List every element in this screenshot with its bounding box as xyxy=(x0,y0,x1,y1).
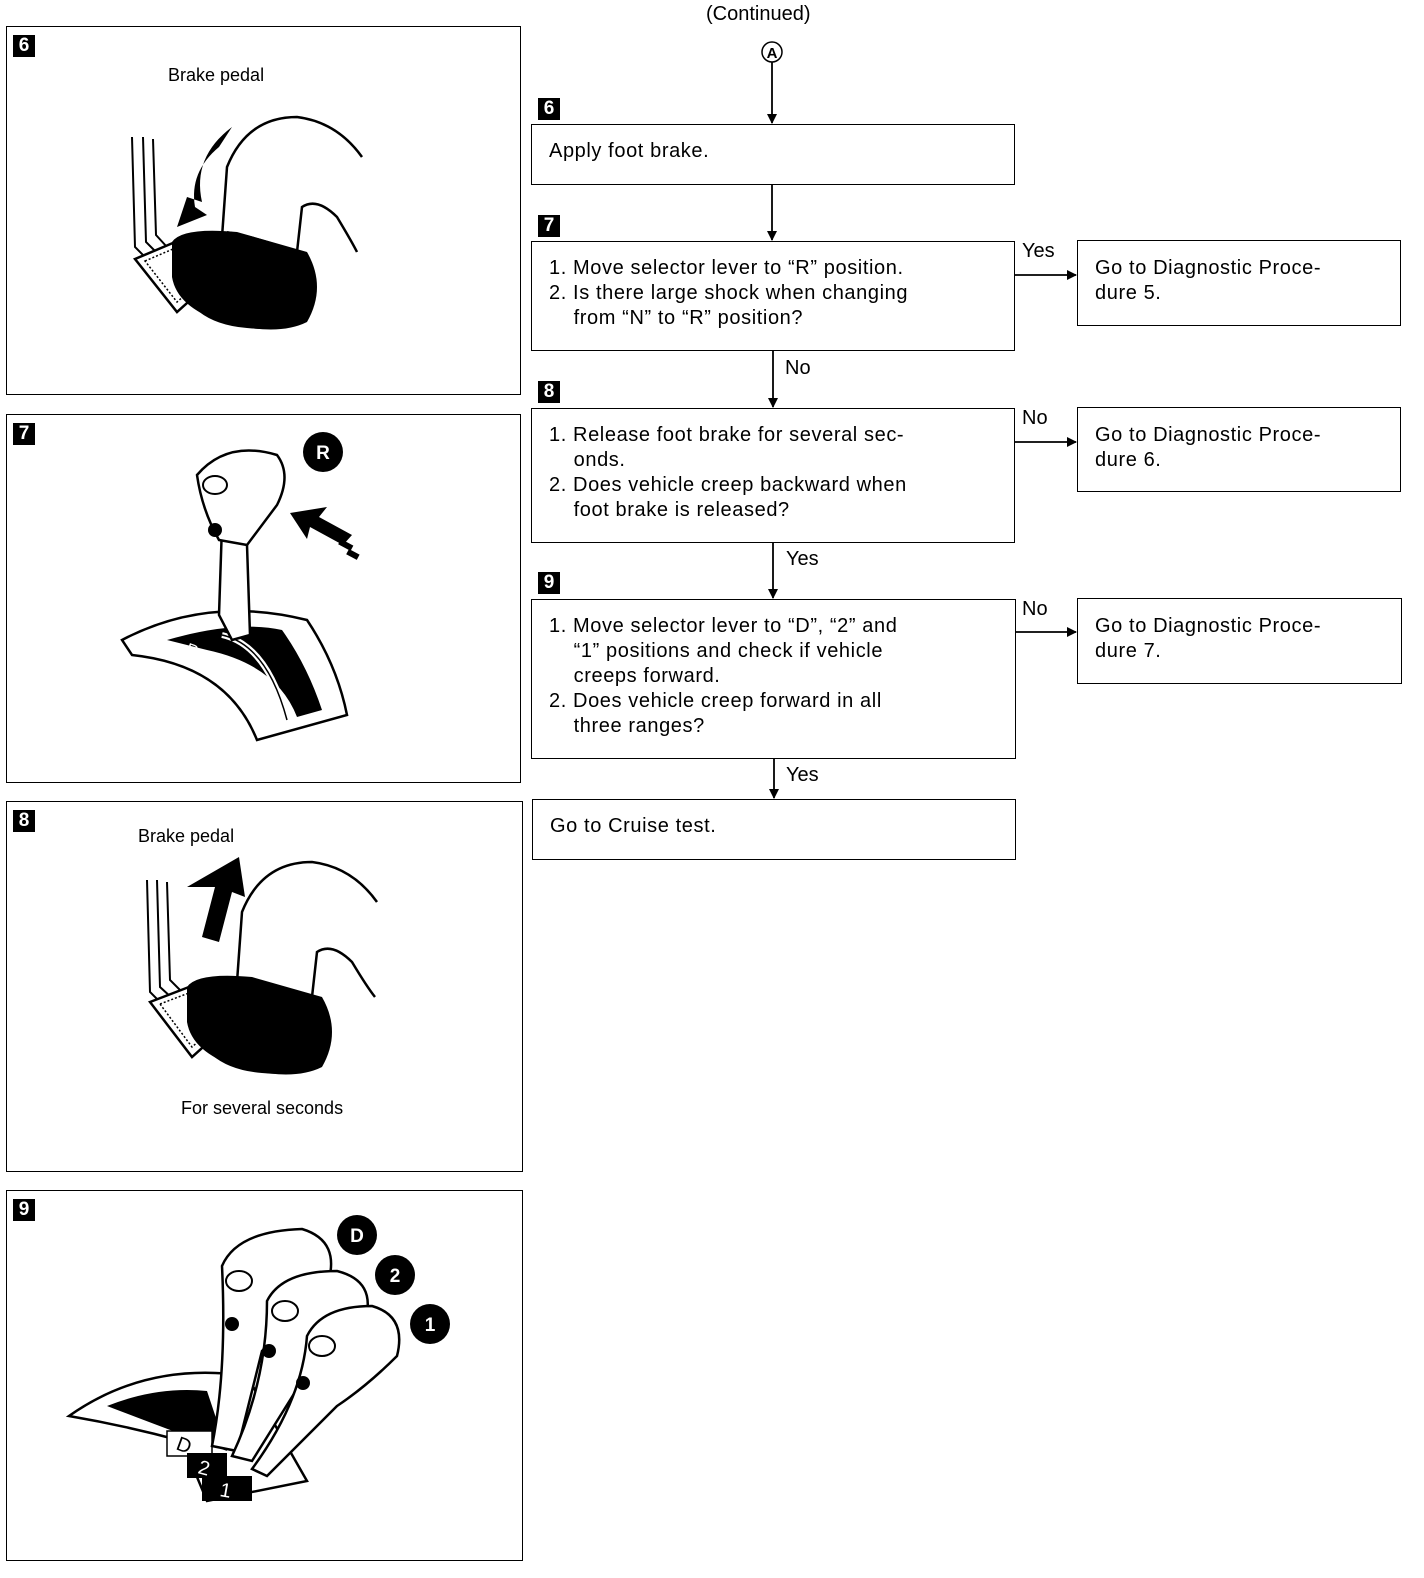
edge-label-step9-no: No xyxy=(1022,598,1048,620)
position-1-marker xyxy=(410,1304,450,1344)
step-8-box: 1. Release foot brake for several sec- o… xyxy=(531,408,1015,543)
panel-badge-7: 7 xyxy=(13,423,35,445)
brake-pedal-press-illustration xyxy=(131,115,364,330)
edge-label-step7-no: No xyxy=(785,357,811,379)
gate-2-label: 2 xyxy=(196,1457,212,1481)
diagnostic-procedure-7-box: Go to Diagnostic Proce- dure 7. xyxy=(1077,598,1402,684)
step-badge-7: 7 xyxy=(538,215,560,237)
step-9-line-3: creeps forward. xyxy=(549,665,721,687)
selector-lever-r-illustration: R R xyxy=(120,432,360,742)
for-several-seconds-caption: For several seconds xyxy=(181,1098,344,1118)
gate-1-label: 1 xyxy=(218,1479,233,1503)
position-1-marker-label: 1 xyxy=(425,1315,436,1336)
step-8-line-3: 2. Does vehicle creep backward when xyxy=(549,474,907,496)
position-d-marker xyxy=(337,1215,377,1255)
step-badge-8: 8 xyxy=(538,381,560,403)
step-9-box: 1. Move selector lever to “D”, “2” and “… xyxy=(531,599,1016,759)
gate-r-label: R xyxy=(184,641,201,661)
position-2-marker xyxy=(375,1255,415,1295)
brake-pedal-label: Brake pedal xyxy=(138,826,235,846)
outcome-5-line-2: dure 5. xyxy=(1095,282,1162,304)
diagnostic-procedure-6-box: Go to Diagnostic Proce- dure 6. xyxy=(1077,407,1401,492)
position-d-marker-label: D xyxy=(350,1226,364,1247)
step-7-line-3: from “N” to “R” position? xyxy=(549,307,804,329)
illustration-panel-6: 6 Brake pedal xyxy=(6,26,521,395)
brake-pedal-release-illustration xyxy=(146,857,379,1075)
cruise-test-box: Go to Cruise test. xyxy=(532,799,1016,860)
panel-badge-6: 6 xyxy=(13,35,35,57)
step-7-line-1: 1. Move selector lever to “R” position. xyxy=(549,257,904,279)
cruise-test-line: Go to Cruise test. xyxy=(550,815,717,837)
outcome-6-line-1: Go to Diagnostic Proce- xyxy=(1095,424,1322,446)
step-badge-6: 6 xyxy=(538,98,560,120)
step-6-box: Apply foot brake. xyxy=(531,124,1015,185)
step-6-line-1: Apply foot brake. xyxy=(549,140,710,162)
step-9-line-5: three ranges? xyxy=(549,715,705,737)
position-2-marker-label: 2 xyxy=(390,1266,401,1287)
diagnostic-procedure-5-box: Go to Diagnostic Proce- dure 5. xyxy=(1077,240,1401,326)
position-r-marker xyxy=(303,432,343,472)
illustration-panel-8: 8 Brake pedal For several seconds xyxy=(6,801,523,1172)
step-7-line-2: 2. Is there large shock when changing xyxy=(549,282,909,304)
step-8-line-1: 1. Release foot brake for several sec- xyxy=(549,424,905,446)
step-badge-9: 9 xyxy=(538,572,560,594)
edge-label-step7-yes: Yes xyxy=(1022,240,1055,262)
step-9-line-2: “1” positions and check if vehicle xyxy=(549,640,884,662)
step-9-line-4: 2. Does vehicle creep forward in all xyxy=(549,690,882,712)
edge-label-step8-no: No xyxy=(1022,407,1048,429)
outcome-5-line-1: Go to Diagnostic Proce- xyxy=(1095,257,1322,279)
continued-heading: (Continued) xyxy=(706,3,811,25)
illustration-panel-7: 7 R R xyxy=(6,414,521,783)
illustration-panel-9: 9 D 2 1 D 2 1 xyxy=(6,1190,523,1561)
position-r-marker-label: R xyxy=(316,443,330,464)
edge-label-step9-yes: Yes xyxy=(786,764,819,786)
step-8-line-4: foot brake is released? xyxy=(549,499,790,521)
brake-pedal-label: Brake pedal xyxy=(168,65,265,85)
panel-badge-8: 8 xyxy=(13,810,35,832)
gate-d-label: D xyxy=(173,1433,194,1459)
selector-lever-d21-illustration: D 2 1 D 2 1 xyxy=(65,1215,450,1503)
outcome-7-line-2: dure 7. xyxy=(1095,640,1162,662)
edge-label-step8-yes: Yes xyxy=(786,548,819,570)
step-7-box: 1. Move selector lever to “R” position. … xyxy=(531,241,1015,351)
connector-a-letter: A xyxy=(767,45,778,62)
outcome-7-line-1: Go to Diagnostic Proce- xyxy=(1095,615,1322,637)
step-9-line-1: 1. Move selector lever to “D”, “2” and xyxy=(549,615,898,637)
step-8-line-2: onds. xyxy=(549,449,626,471)
panel-badge-9: 9 xyxy=(13,1199,35,1221)
outcome-6-line-2: dure 6. xyxy=(1095,449,1162,471)
